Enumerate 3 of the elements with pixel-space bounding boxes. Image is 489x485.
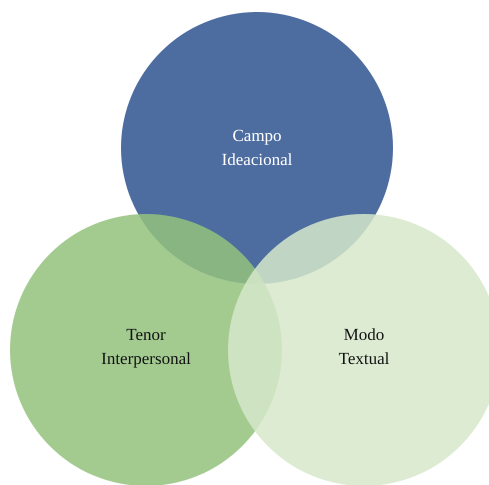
circle-label: Tenor Interpersonal (101, 324, 191, 370)
circle-label: Modo Textual (338, 324, 390, 370)
circle-label: Campo Ideacional (222, 125, 292, 171)
